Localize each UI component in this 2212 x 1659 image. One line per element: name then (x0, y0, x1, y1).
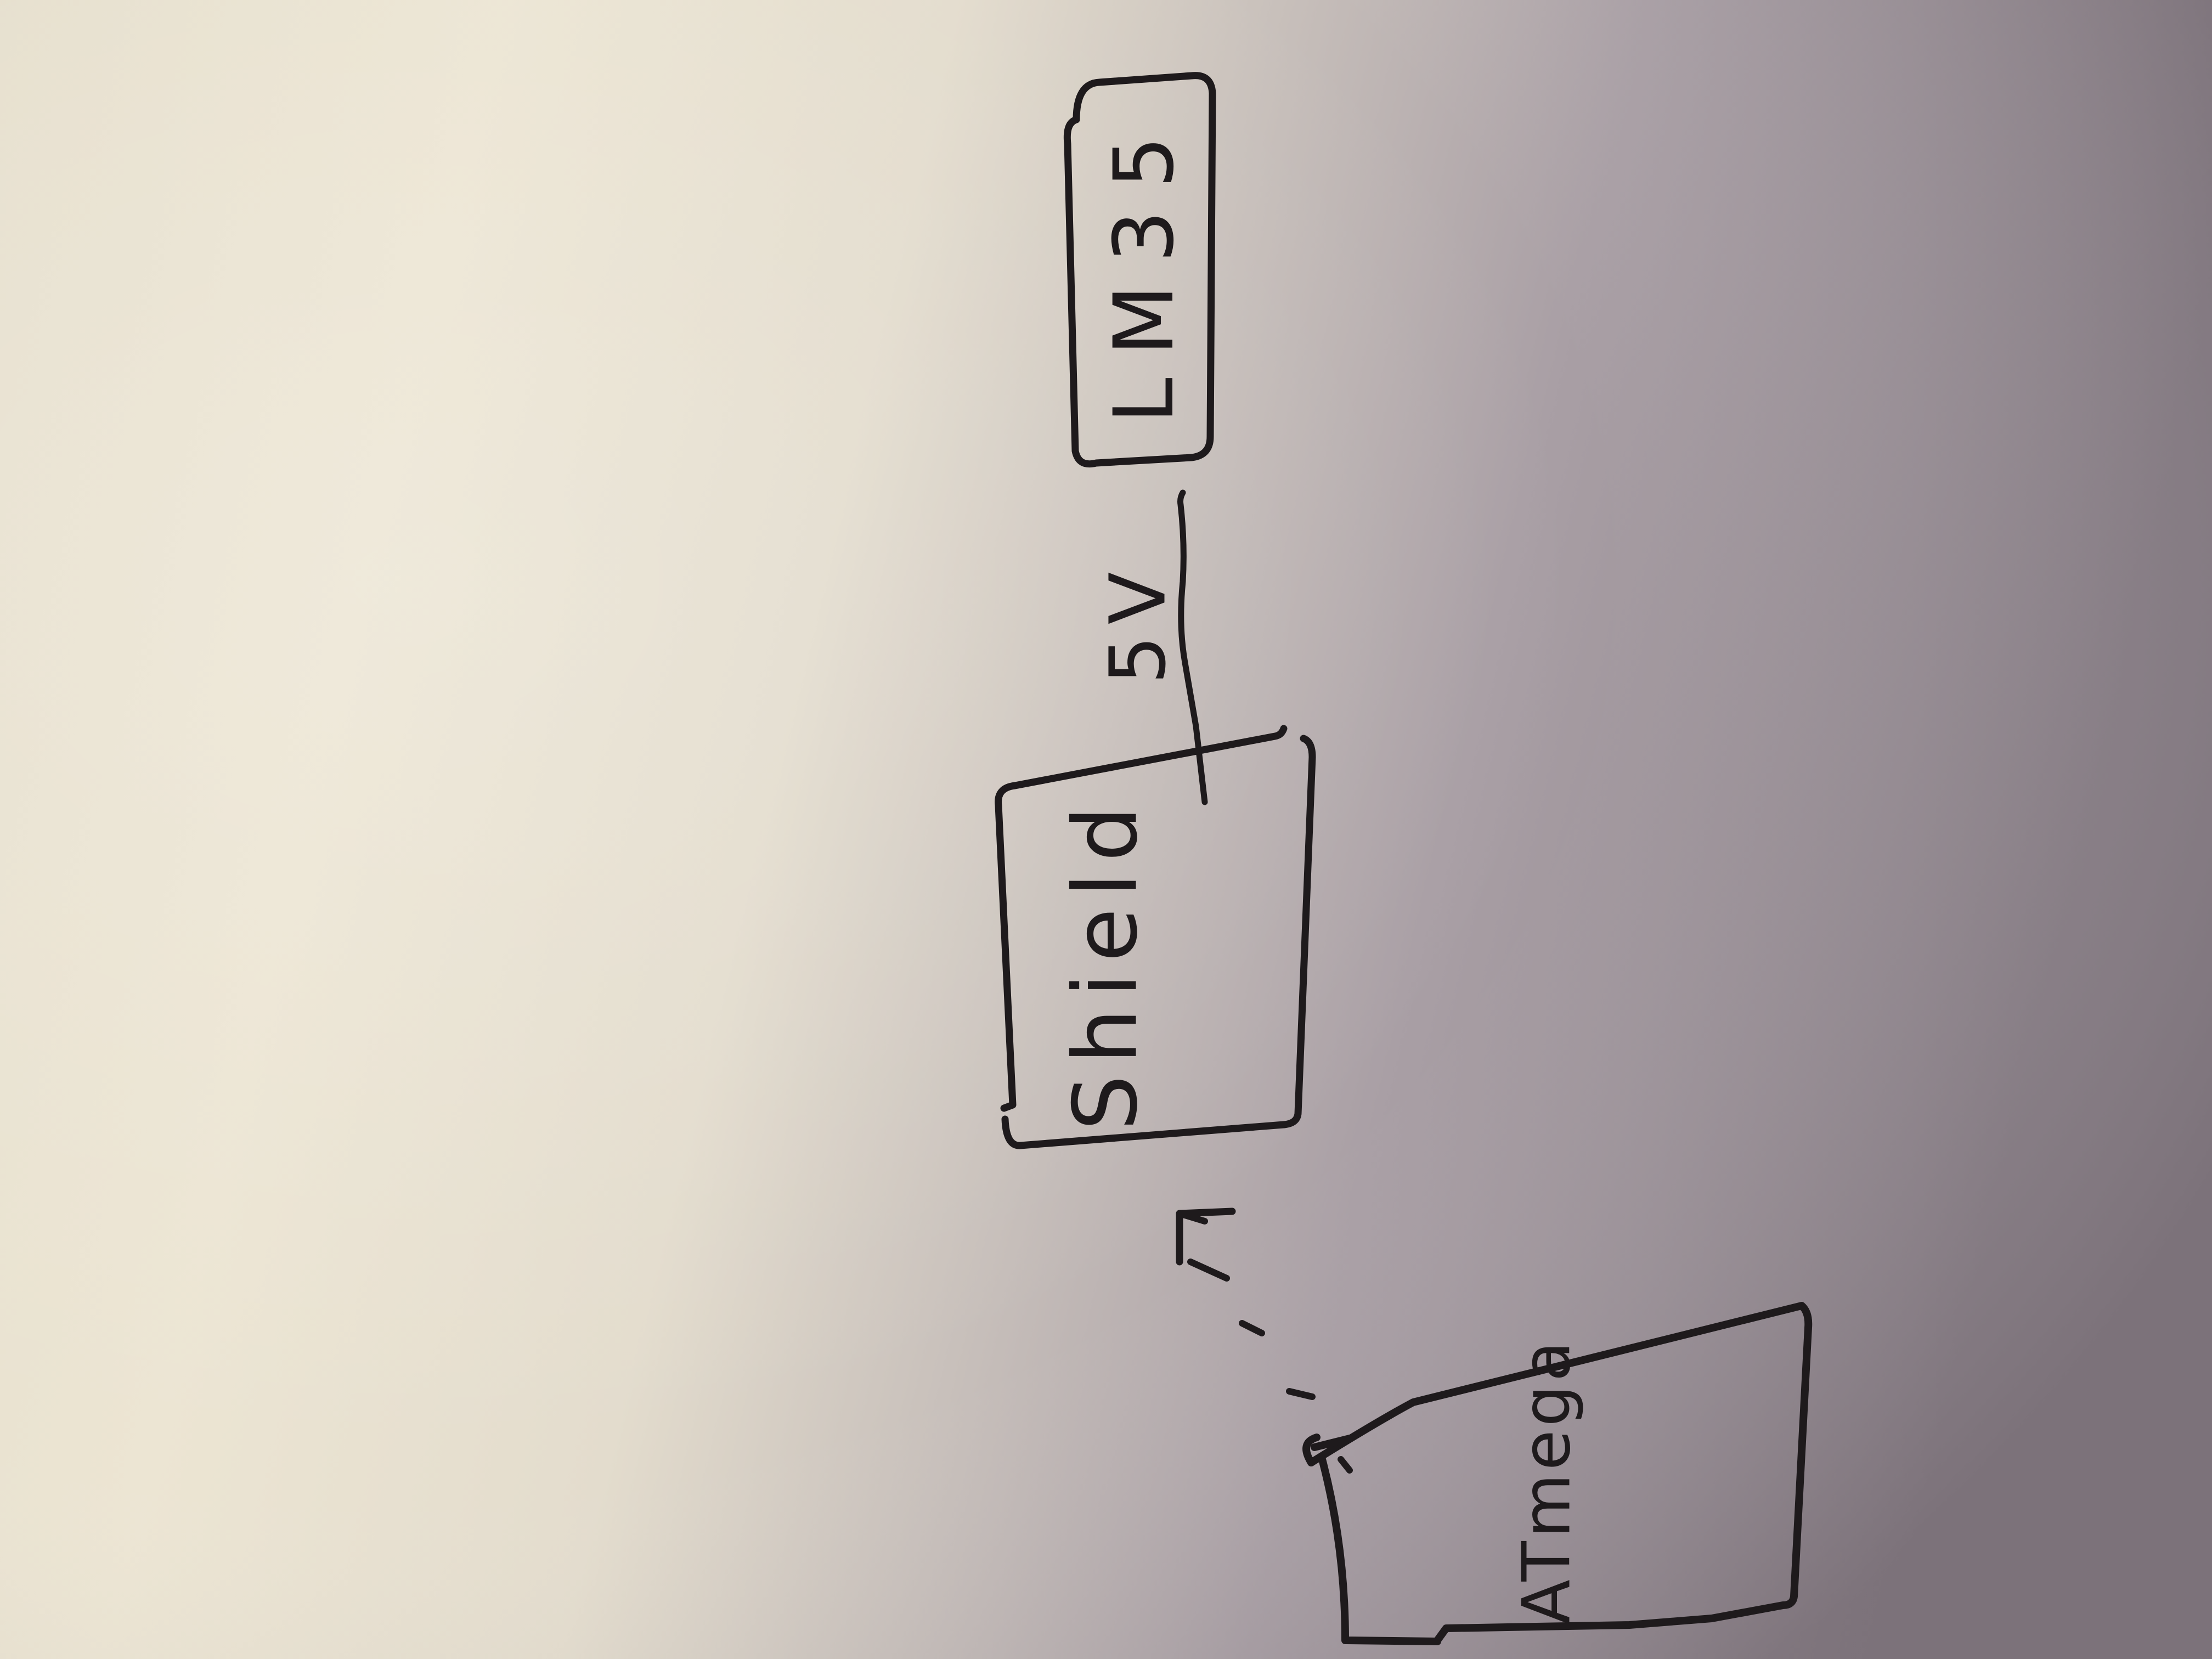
edge-shield-lm35-label: 5V (1094, 561, 1183, 685)
arrowhead-icon (1176, 1207, 1236, 1266)
atmega-box (1307, 1302, 1813, 1644)
shield-label: Shield (1054, 795, 1157, 1131)
edge-atmega-shield-dash-3 (1239, 1320, 1265, 1336)
shield-box-right (1280, 735, 1316, 1128)
edge-shield-lm35-line (1177, 489, 1208, 805)
atmega-node: ATmega (1302, 1302, 1813, 1645)
edge-atmega-shield-dash-4 (1286, 1388, 1316, 1400)
lm35-node: LM35 (1063, 72, 1216, 468)
shield-box-bottom (1001, 1115, 1288, 1149)
lm35-box (1063, 72, 1216, 468)
atmega-box-left (1302, 1434, 1441, 1645)
lm35-label: LM35 (1097, 114, 1192, 424)
atmega-label: ATmega (1509, 1338, 1585, 1625)
edge-atmega-shield-dash-5 (1338, 1456, 1353, 1474)
edge-atmega-shield-dash-2 (1187, 1259, 1230, 1282)
shield-box (995, 725, 1288, 1112)
edge-atmega-shield (1176, 1207, 1353, 1474)
shield-node: Shield (995, 725, 1316, 1149)
edge-shield-lm35: 5V (1094, 489, 1208, 805)
